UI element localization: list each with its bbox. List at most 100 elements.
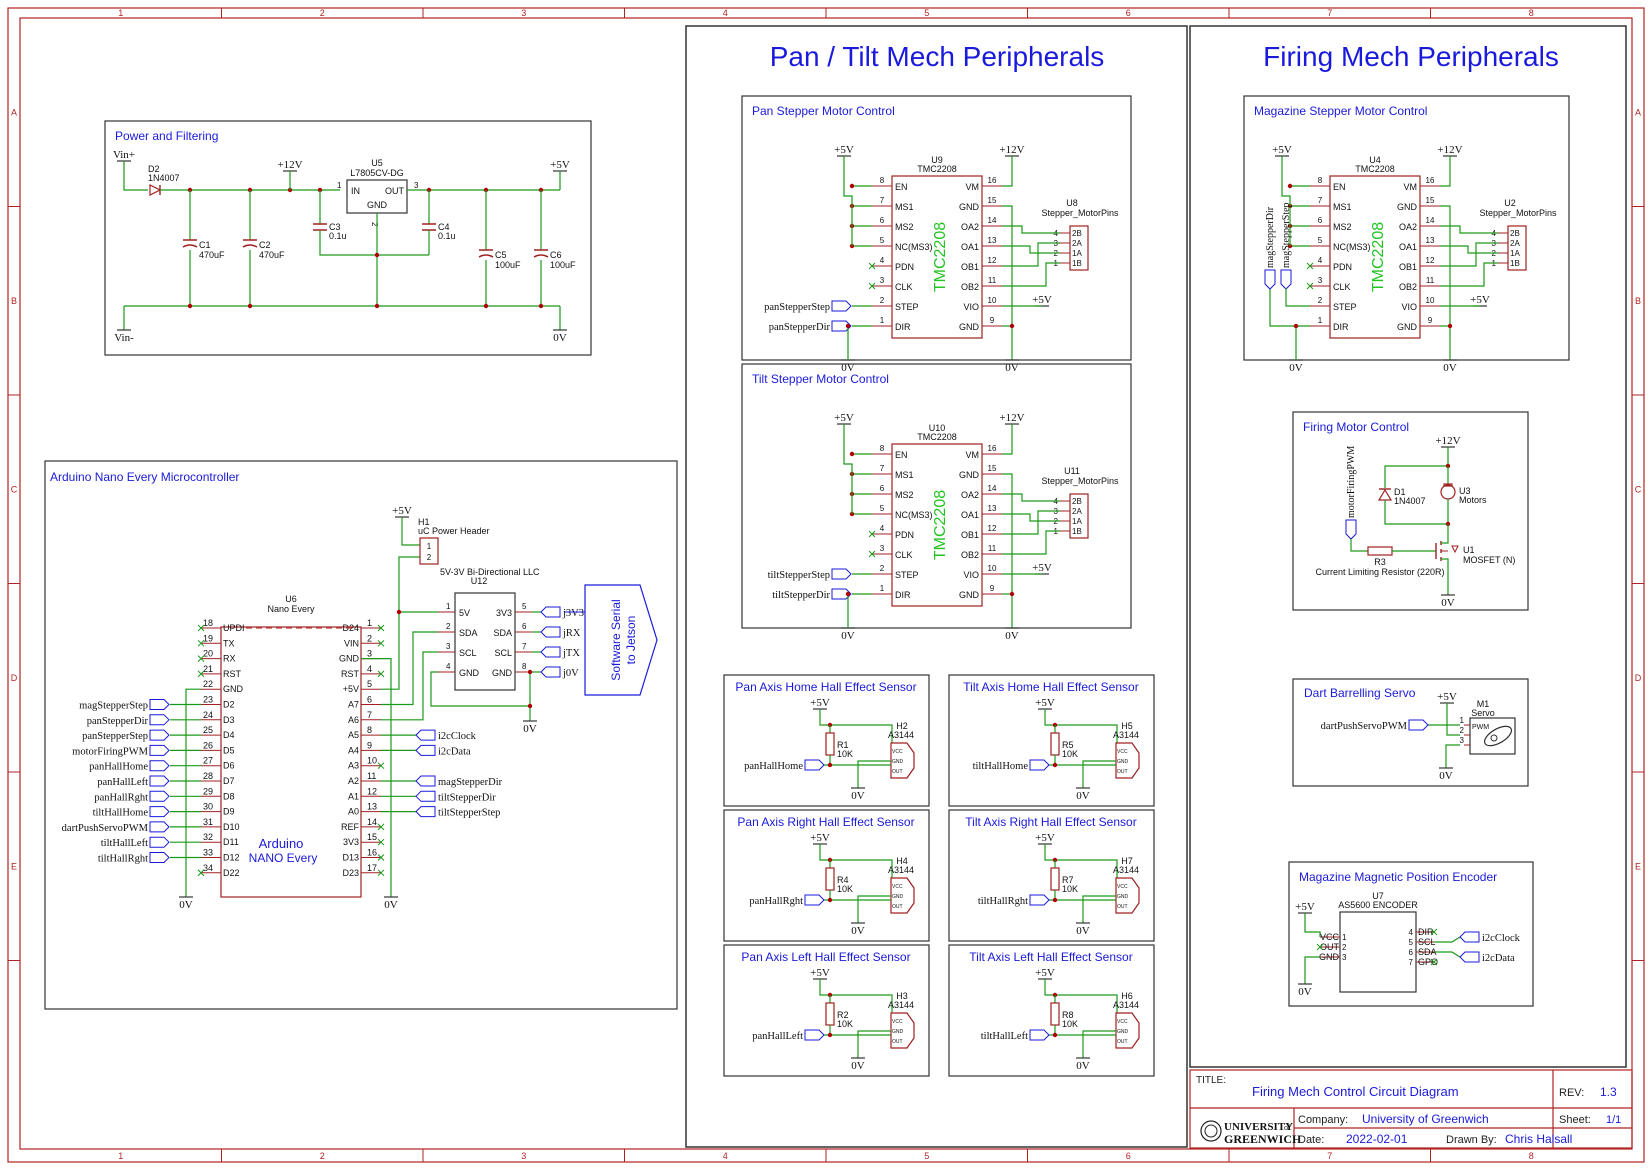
junction-dot — [1447, 323, 1453, 329]
pin-name: A7 — [348, 700, 359, 710]
net-flag-shape — [540, 666, 561, 678]
power-symbol: +5V — [1032, 294, 1052, 307]
pin-name: VCC — [1320, 932, 1340, 942]
net-flag-shape — [1264, 269, 1276, 290]
pin-name: 2B — [1510, 229, 1520, 238]
pin-num: 10 — [988, 564, 997, 573]
pin-num: 3 — [414, 181, 419, 190]
servo-body — [1469, 717, 1516, 755]
junction-dot — [483, 303, 489, 309]
pin-name: GND — [1117, 759, 1129, 765]
net-flag-shape — [415, 790, 436, 802]
pin-num: 5 — [1318, 236, 1323, 245]
pan-tilt-panel — [685, 25, 1188, 1148]
wire — [197, 869, 205, 877]
pin-name: D4 — [223, 730, 235, 740]
ground-label: 0V — [384, 899, 398, 911]
net-label: i2cData — [1482, 953, 1515, 964]
net-label: panHallLeft — [97, 777, 148, 788]
power-label: +12V — [1437, 144, 1462, 156]
pin-name: GND — [1117, 894, 1129, 900]
column-index: 4 — [723, 1151, 728, 1161]
servo-hub — [1490, 734, 1498, 742]
wire — [1441, 558, 1449, 595]
mosfet-diode — [1451, 545, 1459, 554]
column-index: 4 — [723, 8, 728, 18]
power-label: +5V — [834, 412, 854, 424]
power-label: +5V — [1032, 562, 1052, 574]
block-title: Tilt Axis Home Hall Effect Sensor — [963, 680, 1138, 694]
no-connect-mark — [377, 762, 385, 770]
pin-name: A0 — [348, 807, 359, 817]
resistor-body — [1367, 546, 1393, 556]
pin-name: GND — [892, 894, 904, 900]
cap-plate — [478, 254, 494, 258]
row-index: D — [1635, 673, 1642, 683]
row-index: B — [11, 296, 17, 306]
pin-num: 13 — [367, 802, 377, 812]
pin-num: 6 — [880, 484, 885, 493]
pin-name: VCC — [892, 1019, 903, 1025]
pin-num: 7 — [880, 464, 885, 473]
pin-name: RST — [223, 669, 242, 679]
pin-num: 8 — [1318, 176, 1323, 185]
chip-label: Arduino — [259, 836, 304, 851]
net-label: j3V3 — [562, 608, 584, 619]
wire — [1002, 205, 1013, 360]
pin-num: 10 — [1426, 296, 1435, 305]
power-symbol: +5V — [1035, 697, 1055, 710]
row-index: D — [11, 673, 18, 683]
resistor-body — [825, 867, 835, 891]
ground-symbol: 0V — [841, 627, 855, 642]
junction-dot — [1009, 323, 1015, 329]
drawing-title: Firing Mech Control Circuit Diagram — [1252, 1084, 1459, 1099]
diode — [149, 184, 162, 196]
pin-name: VCC — [1117, 884, 1128, 890]
power-label: +5V — [1470, 294, 1490, 306]
no-connect-mark — [377, 869, 385, 877]
junction-dot — [1009, 591, 1015, 597]
pin-name: GND — [339, 654, 360, 664]
ground-label: 0V — [851, 1060, 865, 1072]
ground-symbol: 0V — [1005, 359, 1019, 374]
wire — [1002, 156, 1013, 187]
block-title: Power and Filtering — [115, 129, 218, 143]
pin-num: 3 — [1318, 276, 1323, 285]
net-flag-shape — [831, 568, 852, 580]
hall-box — [723, 674, 930, 807]
chip-big-label: TMC2208 — [932, 222, 949, 292]
capacitor — [422, 223, 436, 231]
junction-dot — [527, 669, 533, 675]
pin-name: 1B — [1510, 259, 1520, 268]
pin-num: 6 — [1318, 216, 1323, 225]
stepper-box — [741, 95, 1132, 361]
net-label: panStepperStep — [82, 731, 148, 742]
pin-num: 3 — [880, 544, 885, 553]
pin-name: 1B — [1072, 259, 1082, 268]
ref: U8 — [1066, 198, 1078, 208]
pin-num: 3 — [446, 642, 451, 651]
pin-num: 4 — [880, 524, 885, 533]
pin-name: D8 — [223, 791, 235, 801]
pin-num: 33 — [203, 848, 213, 858]
wire — [857, 1030, 891, 1058]
net-label: jRX — [562, 628, 581, 639]
value: Motors — [1459, 495, 1487, 505]
pin-num: 14 — [988, 216, 997, 225]
pin-num: 3 — [367, 649, 372, 659]
net-flag-shape — [1029, 1029, 1050, 1041]
firing-motor-block: Firing Motor Control+12VD11N4007U3Motors… — [1292, 411, 1529, 611]
column-index: 7 — [1327, 1151, 1332, 1161]
net-label: dartPushServoPWM — [62, 823, 149, 834]
wire — [1430, 928, 1438, 936]
wire — [1304, 913, 1321, 937]
hall-sensor-1: Tilt Axis Home Hall Effect Sensor+5VR510… — [948, 674, 1155, 807]
power-symbol: +12V — [999, 144, 1025, 157]
net-flag-shape — [149, 836, 170, 848]
resistor-body — [1050, 867, 1060, 891]
power-label: +5V — [1272, 144, 1292, 156]
value: A3144 — [888, 1000, 914, 1010]
wire — [1440, 245, 1498, 254]
net-flag-panHallLeft: panHallLeft — [97, 775, 170, 788]
capacitor — [313, 223, 327, 231]
